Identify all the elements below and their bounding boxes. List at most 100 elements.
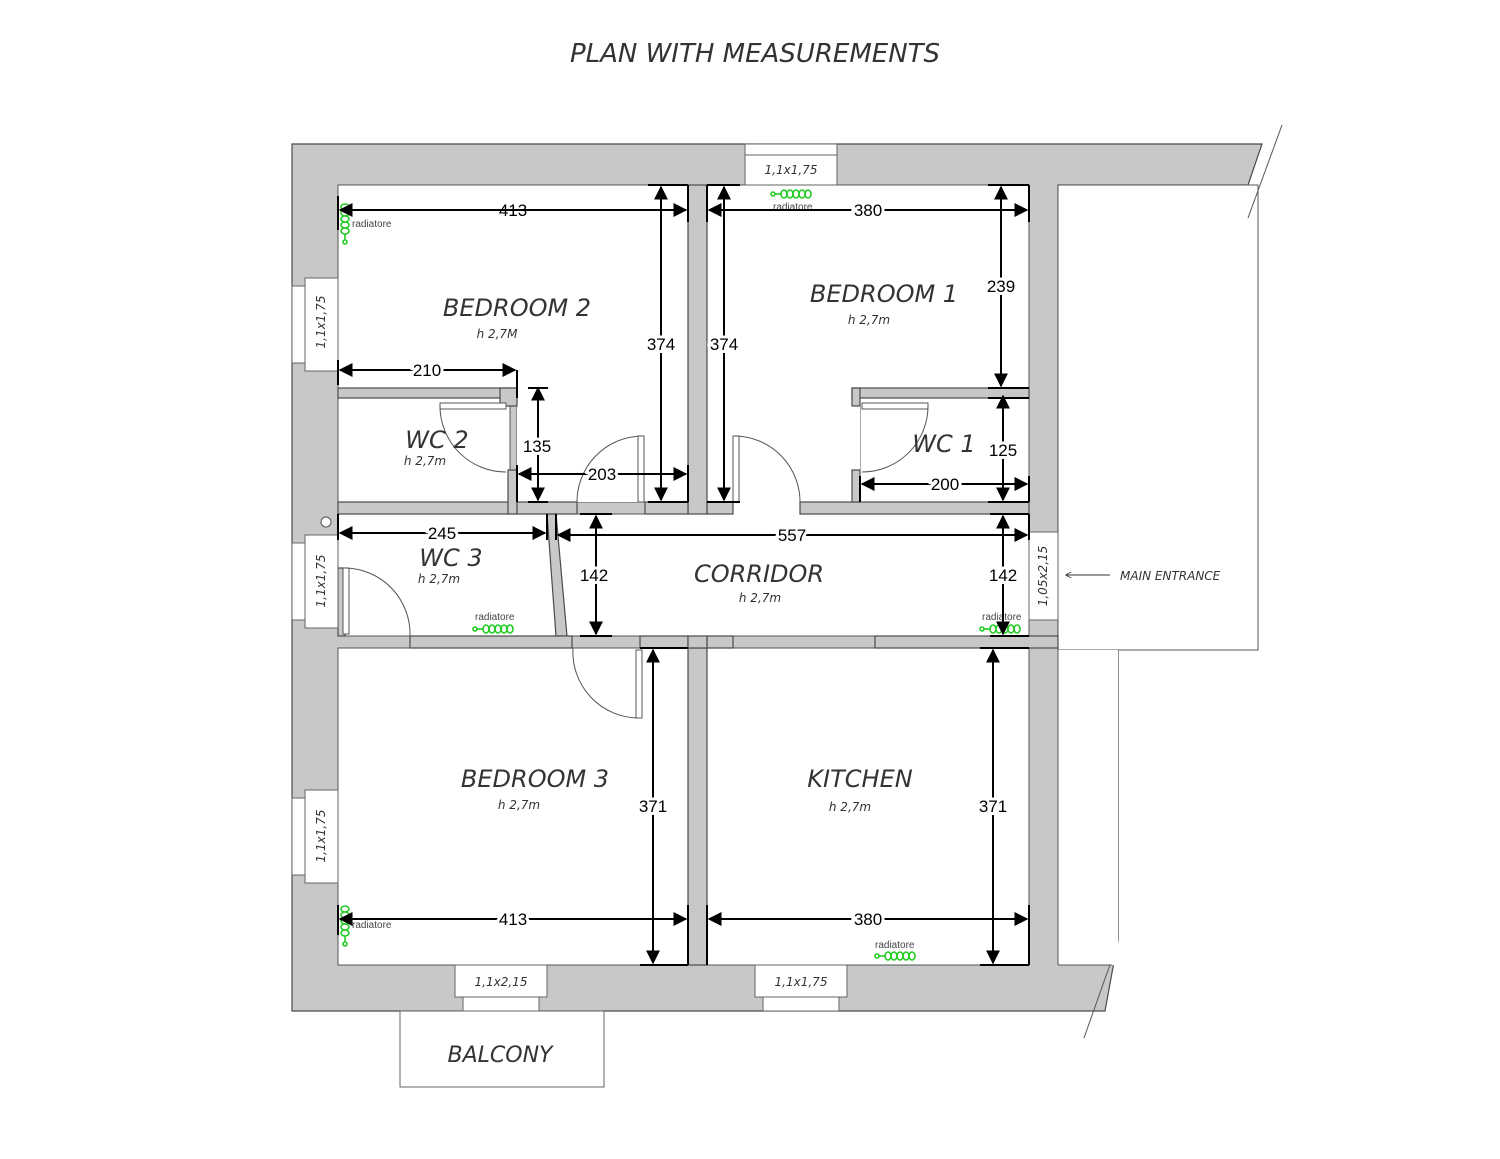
wall-bed1-wc1-stub [851,387,861,407]
wall-wc2-passage [507,469,518,515]
svg-text:135: 135 [523,437,551,456]
dim-wc2-width: 210 [338,358,517,383]
wall-kitchen-top-left [706,635,734,649]
window-top [744,154,838,186]
svg-text:CORRIDOR: CORRIDOR [694,560,824,588]
window-left-2-sill [291,542,306,621]
radiator-wc3: radiatore [472,612,515,634]
label-kitchen: KITCHEN h 2,7m [807,765,912,814]
break-line-top [1247,124,1283,219]
extension-lines [337,184,1030,966]
svg-text:374: 374 [710,335,738,354]
wall-bed3-kitchen [687,647,708,966]
window-left-3-sill [291,797,306,876]
label-bedroom-1: BEDROOM 1 h 2,7m [810,280,958,327]
label-wc-3: WC 3 h 2,7m [418,544,483,586]
svg-text:h 2,7m: h 2,7m [418,572,460,586]
svg-text:h 2,7m: h 2,7m [739,591,781,605]
svg-text:BEDROOM 2: BEDROOM 2 [443,294,591,322]
window-left-1-sill [291,285,306,364]
svg-text:142: 142 [580,566,608,585]
svg-text:radiatore: radiatore [875,940,915,951]
svg-text:radiatore: radiatore [773,202,813,213]
svg-text:WC 1: WC 1 [912,430,975,458]
dim-bedroom1-depth-b: 239 [984,185,1018,388]
svg-text:125: 125 [989,441,1017,460]
svg-text:h 2,7M: h 2,7M [477,327,519,341]
svg-text:239: 239 [987,277,1015,296]
svg-text:371: 371 [639,797,667,816]
wall-bed2-bed1 [687,184,708,515]
entrance-area [1057,184,1259,651]
label-bedroom-3: BEDROOM 3 h 2,7m [461,765,609,812]
svg-text:380: 380 [854,910,882,929]
wall-wc1-left [851,469,861,503]
dim-bedroom3-depth: 371 [636,648,670,965]
dim-bedroom1-depth-a: 374 [707,185,741,502]
room-bedroom-1 [706,184,1030,389]
window-bottom-kitchen [754,964,848,998]
svg-text:WC 3: WC 3 [419,544,482,572]
window-left-3 [304,789,339,884]
dim-wc1-depth: 125 [986,394,1020,502]
balcony [399,1010,605,1088]
window-bottom-balcony [454,964,548,998]
wall-center-stub [644,501,689,515]
dim-wc2-depth: 135 [520,386,554,502]
wall-bed2-wc2 [337,387,517,399]
balcony-label: BALCONY [448,1043,555,1068]
window-left-2-label: 1,1x1,75 [314,555,328,608]
plan-title: PLAN WITH MEASUREMENTS [570,39,940,69]
svg-text:BEDROOM 1: BEDROOM 1 [810,280,958,308]
door-bedroom3[interactable] [572,647,643,719]
window-bottom-kitchen-sill [762,996,840,1012]
dim-bedroom2-width: 413 [338,201,688,220]
entrance-door-label: 1,05x2,15 [1036,546,1050,607]
door-wc2[interactable] [439,402,507,473]
window-bottom-kitchen-label: 1,1x1,75 [775,975,828,989]
dim-corridor-width: 557 [556,523,1029,548]
dim-bedroom2-depth: 374 [644,185,678,502]
pipe-marker [320,516,332,528]
dim-wc3-width: 245 [338,521,547,546]
entrance-door [1028,531,1059,621]
wall-kitchen-top-right [874,635,1059,649]
radiator-kitchen: radiatore [874,940,916,961]
svg-text:380: 380 [854,201,882,220]
window-left-2 [304,534,339,629]
svg-text:210: 210 [413,361,441,380]
wall-wc1-corridor [799,501,1030,515]
svg-text:h 2,7m: h 2,7m [848,313,890,327]
dim-bedroom3-width: 413 [338,907,688,932]
dim-kitchen-depth: 371 [976,648,1010,965]
window-top-label: 1,1x1,75 [765,163,818,177]
room-bedroom1-notch [707,385,860,502]
main-entrance-label: MAIN ENTRANCE [1120,569,1221,583]
right-lower-area [1058,650,1118,965]
wall-wc3-bottom [409,635,573,649]
dim-corridor-depth-right: 142 [986,514,1020,636]
svg-text:557: 557 [778,526,806,545]
svg-text:200: 200 [931,475,959,494]
wall-passage-bottom [516,501,578,515]
room-wc-2 [337,397,511,503]
window-left-3-label: 1,1x1,75 [314,810,328,863]
dim-wc1-width: 200 [860,472,1029,497]
svg-text:WC 2: WC 2 [405,426,468,454]
wall-bed3-top-right [639,635,689,649]
door-wc1[interactable] [861,402,929,473]
svg-text:371: 371 [979,797,1007,816]
dim-bedroom1-width: 380 [707,198,1029,223]
svg-text:142: 142 [989,566,1017,585]
label-bedroom-2: BEDROOM 2 h 2,7M [443,294,591,341]
label-corridor: CORRIDOR h 2,7m [694,560,824,605]
svg-text:radiatore: radiatore [352,920,392,931]
svg-text:KITCHEN: KITCHEN [807,765,912,793]
svg-text:h 2,7m: h 2,7m [404,454,446,468]
room-bedroom-2 [337,184,689,389]
window-bottom-balcony-label: 1,1x2,15 [475,975,528,989]
door-wc3[interactable] [342,567,411,637]
svg-text:245: 245 [428,524,456,543]
svg-text:203: 203 [588,465,616,484]
